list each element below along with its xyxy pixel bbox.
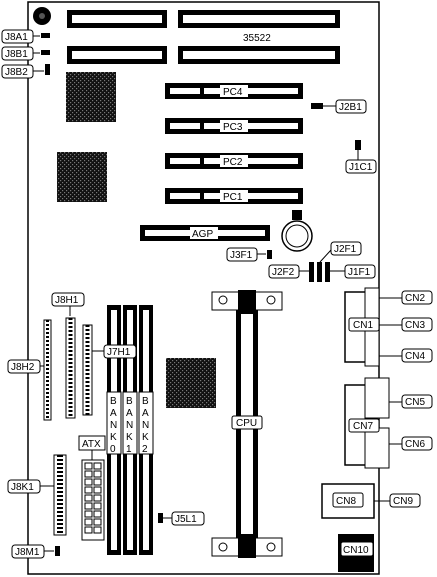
svg-text:A: A [126, 408, 133, 419]
pc4-label: PC4 [223, 87, 243, 98]
j2f1-label: J2F1 [334, 244, 357, 255]
pc1-label: PC1 [223, 192, 243, 203]
jumper-j2f1: J2F1 [319, 241, 362, 263]
j1f1-label: J1F1 [348, 267, 371, 278]
svg-text:N: N [126, 420, 133, 431]
pci-slot-pc3: PC3 [165, 118, 303, 134]
cn4-label: CN4 [405, 351, 425, 362]
jumper-j8b1: J8B1 [1, 46, 50, 61]
connector-cn2: CN2 [379, 290, 433, 305]
j8b2-label: J8B2 [5, 67, 28, 78]
svg-text:2: 2 [142, 444, 148, 455]
pci-slot-pc1: PC1 [165, 188, 303, 204]
svg-text:A: A [142, 408, 149, 419]
j3f1-label: J3F1 [230, 250, 253, 261]
ide-header-secondary [82, 324, 93, 416]
cn3-label: CN3 [405, 320, 425, 331]
connector-cn5: CN5 [389, 394, 433, 409]
j1c1-label: J1C1 [349, 162, 373, 173]
jumper-j3f1: J3F1 [226, 247, 272, 262]
j5l1-label: J5L1 [175, 514, 197, 525]
cn10-label: CN10 [343, 545, 369, 556]
chip-southbridge [57, 152, 107, 202]
j8h2-label: J8H2 [11, 362, 35, 373]
connector-cn10: CN10 [338, 534, 374, 572]
connector-cn1: CN1 [344, 287, 380, 367]
cn6-label: CN6 [405, 439, 425, 450]
pc3-label: PC3 [223, 122, 243, 133]
svg-text:K: K [126, 432, 133, 443]
cn9-label: CN9 [393, 496, 413, 507]
jumper-j8b2: J8B2 [1, 64, 50, 79]
cn2-label: CN2 [405, 293, 425, 304]
agp-label: AGP [192, 229, 213, 240]
jumper-j5l1: J5L1 [158, 511, 205, 526]
svg-text:1: 1 [126, 444, 132, 455]
connector-cn4: CN4 [379, 348, 433, 363]
atx-power-connector: ATX [78, 435, 106, 541]
connector-cn3: CN3 [379, 317, 433, 332]
jumper-j8h1: J8H1 [51, 292, 85, 316]
bank-2-label: B A N K 2 [138, 391, 154, 455]
svg-text:N: N [142, 420, 149, 431]
cn7-label: CN7 [353, 421, 373, 432]
bank-1-label: B A N K 1 [122, 391, 138, 455]
ide-header-primary [65, 317, 76, 419]
floppy-header [43, 319, 52, 421]
svg-text:0: 0 [110, 444, 116, 455]
j8b1-label: J8B1 [5, 49, 28, 60]
svg-text:N: N [110, 420, 117, 431]
connector-cn9: CN9 [389, 493, 421, 508]
jumper-j2b1: J2B1 [311, 99, 367, 114]
svg-text:B: B [126, 396, 133, 407]
j8k1-label: J8K1 [11, 482, 34, 493]
chip-io [166, 358, 216, 408]
atx-label: ATX [82, 439, 101, 450]
chip-northbridge [66, 72, 116, 122]
battery [281, 210, 313, 252]
j2f2-label: J2F2 [272, 267, 295, 278]
jumper-j8k1: J8K1 [7, 454, 67, 536]
bank-0-label: B A N K 0 [106, 391, 122, 455]
connector-cn8: CN8 [321, 483, 390, 519]
pc2-label: PC2 [223, 157, 243, 168]
svg-text:B: B [142, 396, 149, 407]
connector-cn7: CN7 [344, 377, 390, 469]
board-model-label: 35522 [243, 33, 271, 44]
jumper-j8a1: J8A1 [1, 29, 50, 44]
j8h1-label: J8H1 [55, 295, 79, 306]
jumper-j1f1: J1F1 [330, 264, 376, 279]
cn5-label: CN5 [405, 397, 425, 408]
isa-slots [67, 10, 340, 64]
svg-text:K: K [110, 432, 117, 443]
pci-slot-pc4: PC4 [165, 83, 303, 99]
jumper-j8h2: J8H2 [7, 359, 44, 374]
j7h1-label: J7H1 [107, 347, 131, 358]
cpu-slot: CPU [211, 290, 283, 558]
connector-cn6: CN6 [389, 436, 433, 451]
pci-slot-pc2: PC2 [165, 153, 303, 169]
jumper-block-j2f [309, 262, 330, 282]
agp-slot: AGP [140, 225, 270, 241]
svg-text:B: B [110, 396, 117, 407]
j2b1-label: J2B1 [339, 102, 362, 113]
j8a1-label: J8A1 [5, 32, 28, 43]
jumper-j8m1: J8M1 [11, 544, 60, 559]
buzzer [33, 7, 51, 25]
svg-text:K: K [142, 432, 149, 443]
j8m1-label: J8M1 [15, 547, 40, 558]
cn1-label: CN1 [353, 320, 373, 331]
jumper-j2f2: J2F2 [268, 264, 309, 279]
jumper-j7h1: J7H1 [92, 344, 137, 359]
cpu-label: CPU [236, 418, 257, 429]
cn8-label: CN8 [336, 496, 356, 507]
svg-text:A: A [110, 408, 117, 419]
jumper-j1c1: J1C1 [345, 140, 377, 174]
